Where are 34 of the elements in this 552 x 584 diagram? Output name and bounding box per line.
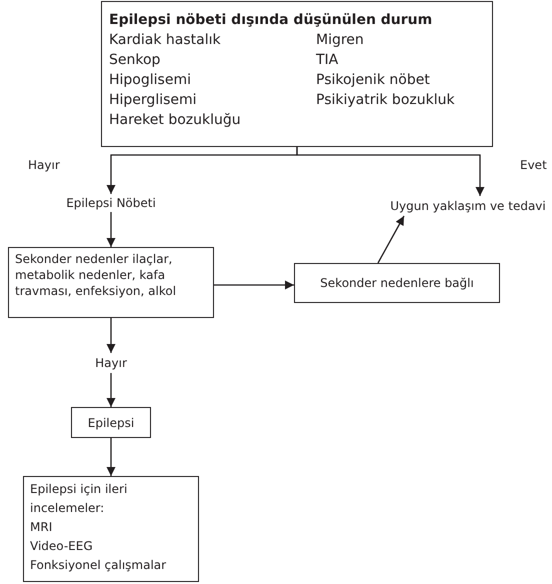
box-text: MRI bbox=[30, 519, 52, 536]
list-item: Hareket bozukluğu bbox=[109, 111, 242, 130]
condition-box bbox=[101, 1, 493, 147]
list-item: Migren bbox=[316, 31, 365, 50]
process-box bbox=[71, 407, 151, 438]
arrow bbox=[296, 147, 484, 196]
box-text: Epilepsi için ileri incelemeler: bbox=[30, 481, 128, 517]
box-text: Video-EEG bbox=[30, 538, 93, 555]
arrow bbox=[106, 318, 116, 353]
process-box bbox=[8, 247, 214, 318]
process-box bbox=[23, 476, 199, 582]
box-heading: Epilepsi nöbeti dışında düşünülen durum bbox=[109, 11, 432, 30]
box-text: Fonksiyonel çalışmalar bbox=[30, 557, 166, 574]
arrow bbox=[377, 216, 405, 264]
process-box bbox=[294, 263, 500, 303]
list-item: Kardiak hastalık bbox=[109, 31, 222, 50]
arrow bbox=[106, 438, 116, 476]
list-item: TIA bbox=[316, 51, 340, 70]
box-text: Sekonder nedenler ilaçlar, metabolik nedenler, kafa travması, enfeksiyon, alkol bbox=[15, 251, 178, 299]
arrow bbox=[214, 280, 294, 290]
node-text: Hayır bbox=[95, 355, 127, 372]
arrow bbox=[106, 212, 116, 247]
edge-label: Evet bbox=[520, 157, 547, 173]
list-item: Hipoglisemi bbox=[109, 71, 192, 90]
list-item: Hiperglisemi bbox=[109, 91, 198, 110]
list-item: Psikiyatrik bozukluk bbox=[316, 91, 455, 110]
box-text: Sekonder nedenlere bağlı bbox=[320, 275, 474, 292]
list-item: Senkop bbox=[109, 51, 162, 70]
node-text: Uygun yaklaşım ve tedavi bbox=[390, 198, 546, 215]
node-text: Epilepsi Nöbeti bbox=[66, 195, 156, 212]
arrow bbox=[106, 373, 116, 407]
edge-label: Hayır bbox=[28, 157, 60, 173]
list-item: Psikojenik nöbet bbox=[316, 71, 431, 90]
box-text: Epilepsi bbox=[88, 414, 134, 432]
